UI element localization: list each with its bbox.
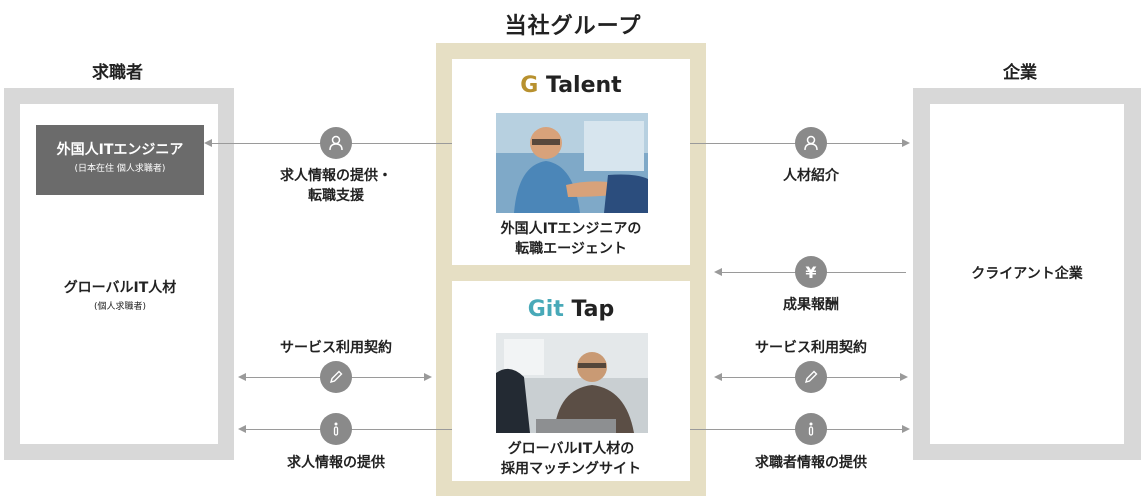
gittap-photo (496, 333, 648, 433)
left-top-label-line1: 求人情報の提供・ (280, 168, 392, 184)
pencil-icon (795, 361, 827, 393)
gtalent-logo-g: G (520, 73, 539, 98)
right-bottom-arrow-head (902, 425, 910, 433)
gittap-caption-line2: 採用マッチングサイト (501, 461, 641, 477)
right-top-arrow-head (902, 139, 910, 147)
company-panel (913, 88, 1141, 460)
right-bottom-arrow-label: 求職者情報の提供 (755, 455, 867, 471)
yen-icon: ¥ (795, 256, 827, 288)
right-top-arrow-label: 人材紹介 (783, 168, 839, 184)
info-icon (795, 413, 827, 445)
left-top-label-line2: 転職支援 (308, 188, 364, 204)
company-title: 企業 (1003, 63, 1037, 83)
foreign-engineer-sublabel: (日本在住 個人求職者) (74, 164, 166, 174)
pencil-icon (320, 361, 352, 393)
group-title: 当社グループ (504, 14, 642, 39)
gtalent-caption-line1: 外国人ITエンジニアの (500, 221, 642, 237)
left-contract-label: サービス利用契約 (280, 340, 392, 356)
right-fee-arrow-head (714, 268, 722, 276)
left-top-arrow-head (204, 139, 212, 147)
gtalent-logo: G Talent (452, 73, 690, 98)
left-bottom-arrow-label: 求人情報の提供 (287, 455, 385, 471)
yen-glyph: ¥ (805, 262, 817, 282)
gtalent-caption-line2: 転職エージェント (515, 241, 627, 257)
right-contract-head-right (900, 373, 908, 381)
person-icon (795, 127, 827, 159)
group-frame: G Talent 外国人ITエンジニアの 転職エージェント Git Tap (436, 43, 706, 496)
global-talent-title: グローバルIT人材 (63, 280, 177, 296)
info-icon (320, 413, 352, 445)
left-bottom-arrow-head (238, 425, 246, 433)
gittap-caption-line1: グローバルIT人材の (507, 441, 635, 457)
right-contract-label: サービス利用契約 (755, 340, 867, 356)
gtalent-logo-talent: Talent (546, 73, 622, 98)
gittap-logo-git: Git (527, 297, 564, 322)
global-talent-label: グローバルIT人材 (個人求職者) (20, 277, 220, 312)
person-icon (320, 127, 352, 159)
right-fee-arrow-label: 成果報酬 (783, 297, 839, 313)
foreign-engineer-box: 外国人ITエンジニア (日本在住 個人求職者) (36, 125, 204, 195)
gittap-caption: グローバルIT人材の 採用マッチングサイト (452, 439, 690, 479)
gittap-logo-tap: Tap (571, 297, 615, 322)
gtalent-photo (496, 113, 648, 213)
gittap-logo: Git Tap (452, 297, 690, 322)
left-contract-head-left (238, 373, 246, 381)
foreign-engineer-label: 外国人ITエンジニア (56, 142, 184, 158)
gittap-card: Git Tap グローバルIT人材の 採用マッチングサイト (452, 281, 690, 481)
gtalent-caption: 外国人ITエンジニアの 転職エージェント (452, 219, 690, 259)
left-top-arrow-label: 求人情報の提供・ 転職支援 (256, 166, 416, 206)
left-contract-head-right (424, 373, 432, 381)
client-company-label: クライアント企業 (971, 266, 1083, 282)
right-contract-head-left (714, 373, 722, 381)
company-panel-inner (930, 104, 1124, 444)
global-talent-sub: (個人求職者) (93, 302, 147, 312)
gtalent-card: G Talent 外国人ITエンジニアの 転職エージェント (452, 59, 690, 265)
jobseeker-title: 求職者 (92, 63, 143, 83)
